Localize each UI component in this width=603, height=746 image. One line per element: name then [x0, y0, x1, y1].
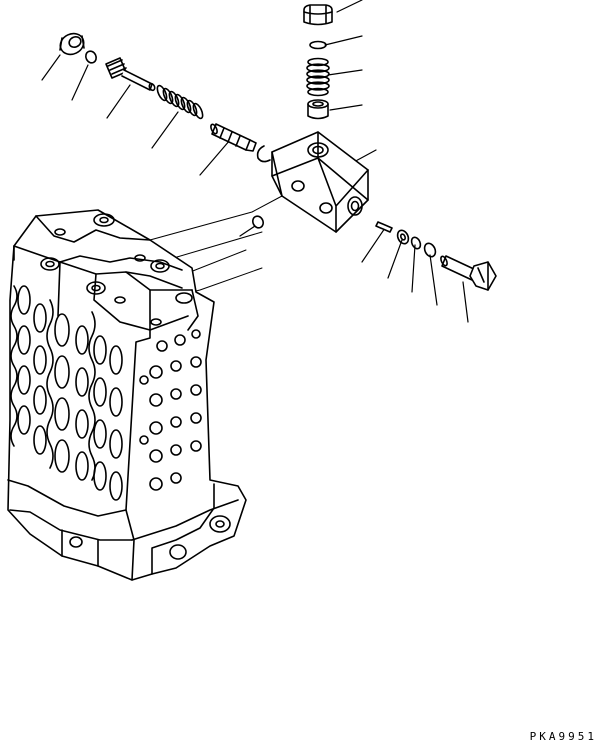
pin-icon	[376, 222, 392, 232]
port-front	[348, 197, 362, 215]
leader-spool	[200, 140, 230, 175]
leader-small-oring	[412, 245, 415, 292]
port-side	[292, 181, 304, 191]
bolt-icon	[440, 255, 496, 290]
main-valve-block-icon	[8, 210, 246, 580]
plug-oring-icon	[310, 42, 326, 49]
plug-icon	[304, 5, 332, 25]
spring-left-icon	[155, 84, 204, 119]
leader-poppet	[330, 105, 362, 110]
leader-spring-left	[152, 112, 178, 148]
leader-adjust-screw	[107, 85, 130, 118]
leader-plug	[337, 0, 362, 12]
leader-pin	[362, 228, 385, 262]
leader-bolt	[463, 282, 468, 322]
oring-icon	[423, 242, 438, 259]
valve-body-icon	[258, 132, 368, 232]
port-top	[308, 143, 328, 157]
lock-nut-icon	[57, 30, 87, 58]
leader-nut	[42, 55, 60, 80]
small-oring-icon	[410, 236, 422, 250]
leader-washer	[388, 240, 402, 278]
reference-code: PKA9951	[530, 730, 597, 743]
leader-plug-oring	[325, 36, 362, 45]
washer-icon	[396, 229, 411, 246]
leader-oring-right	[430, 255, 437, 305]
spring-icon	[307, 59, 329, 96]
leader-body-oring	[240, 226, 255, 236]
callout-leaders	[42, 0, 468, 322]
body-oring-icon	[251, 214, 265, 229]
nut-oring-icon	[84, 49, 98, 64]
spool-icon	[210, 123, 256, 151]
leader-spring-top	[328, 70, 362, 75]
adjust-screw-icon	[106, 58, 156, 91]
poppet-icon	[308, 100, 328, 119]
leader-nut-oring	[72, 65, 88, 100]
